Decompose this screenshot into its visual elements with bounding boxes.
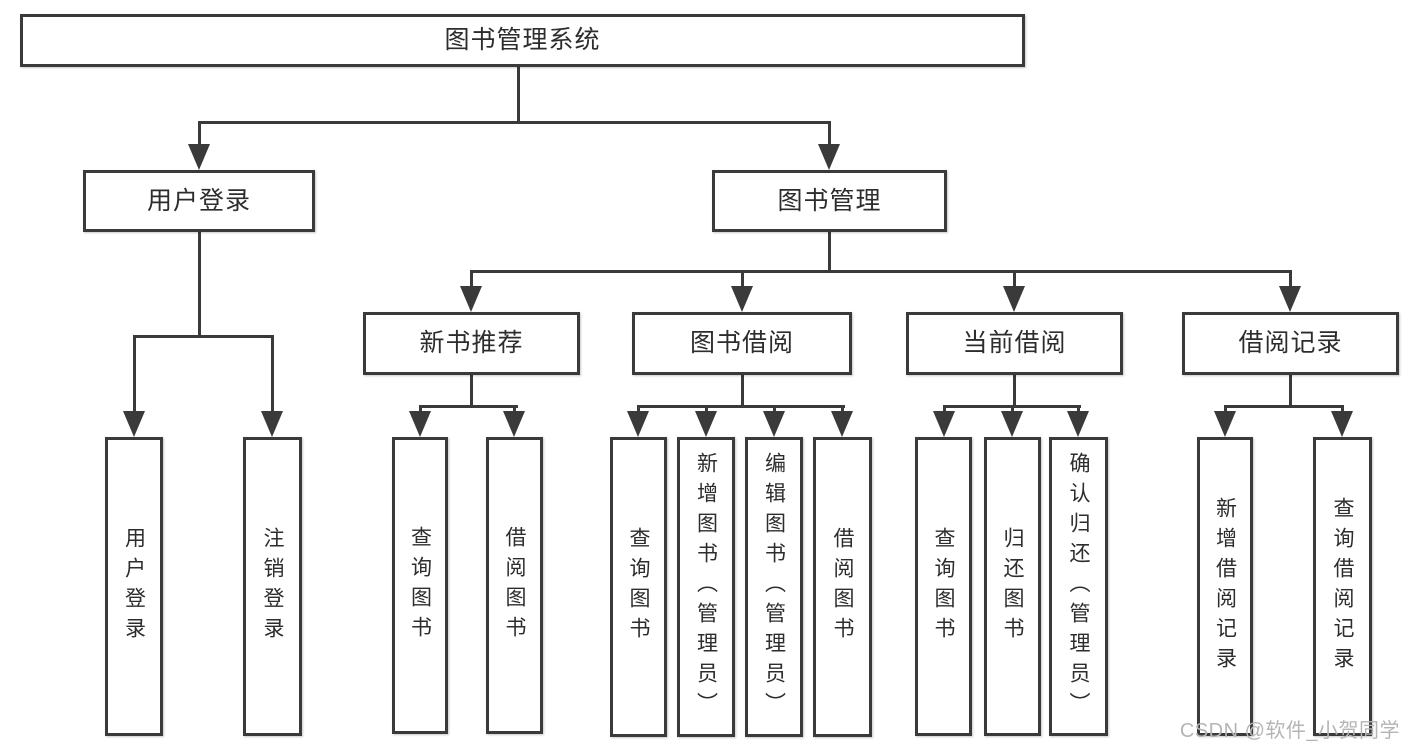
connector-arrowhead [831,411,853,437]
connector-line [198,121,831,124]
leaf-query-borrow-record: 查询借阅记录 [1313,437,1372,736]
connector-line [470,375,473,408]
connector-line [1224,405,1344,408]
connector-arrowhead [627,411,649,437]
connector-line [133,335,136,415]
connector-arrowhead [763,411,785,437]
connector-line [1289,375,1292,408]
node-label: 用户登录 [146,186,251,215]
connector-arrowhead [1279,286,1301,312]
node-label: 查询借阅记录 [1331,496,1354,677]
leaf-user-login: 用户登录 [105,437,163,736]
connector-line [517,67,520,124]
connector-arrowhead [261,411,283,437]
connector-arrowhead [1001,411,1023,437]
watermark: CSDN @软件_小贺同学 [1179,720,1400,742]
node-label: 图书管理系统 [444,26,601,54]
node-root-system: 图书管理系统 [20,14,1025,67]
leaf-logout: 注销登录 [243,437,302,736]
node-book-management: 图书管理 [712,170,947,232]
node-borrowing-records: 借阅记录 [1182,312,1399,375]
leaf-borrow-books-borrowing: 借阅图书 [813,437,872,737]
node-label: 注销登录 [261,526,284,647]
connector-line [1289,270,1292,292]
node-label: 确认归还（管理员） [1067,451,1090,722]
node-new-book-recommend: 新书推荐 [363,312,580,375]
connector-arrowhead [460,286,482,312]
node-label: 查询图书 [408,525,432,646]
connector-line [470,270,473,292]
connector-arrowhead [1003,286,1025,312]
connector-arrowhead [818,144,840,170]
node-label: 借阅记录 [1238,329,1343,357]
node-current-borrowing: 当前借阅 [906,312,1123,375]
node-label: 图书借阅 [689,329,794,357]
connector-arrowhead [731,286,753,312]
connector-arrowhead [123,411,145,437]
connector-arrowhead [933,411,955,437]
connector-line [271,335,274,415]
leaf-borrow-books-recommend: 借阅图书 [486,437,543,734]
leaf-add-books-admin: 新增图书（管理员） [677,437,735,737]
node-book-borrowing: 图书借阅 [632,312,852,375]
node-label: 新书推荐 [419,329,524,357]
leaf-return-books: 归还图书 [984,437,1041,736]
connector-line [741,375,744,408]
connector-line [1013,375,1016,408]
leaf-confirm-return-admin: 确认归还（管理员） [1049,437,1108,736]
connector-line [198,121,201,150]
node-label: 当前借阅 [962,329,1067,357]
node-label: 编辑图书（管理员） [762,452,786,722]
node-label: 用户登录 [122,526,146,647]
connector-arrowhead [188,144,210,170]
node-user-login: 用户登录 [83,170,315,232]
node-label: 新增图书（管理员） [694,452,718,722]
connector-line [741,270,744,292]
connector-arrowhead [409,411,431,437]
node-label: 查询图书 [932,526,955,647]
connector-line [828,121,831,150]
connector-arrowhead [695,411,717,437]
connector-line [470,270,1292,273]
node-label: 借阅图书 [831,527,854,647]
node-label: 图书管理 [777,186,882,215]
connector-line [828,232,831,273]
connector-arrowhead [1214,411,1236,437]
leaf-edit-books-admin: 编辑图书（管理员） [745,437,803,737]
connector-line [133,335,274,338]
node-label: 借阅图书 [503,525,526,646]
connector-line [198,232,201,338]
connector-line [1013,270,1016,292]
connector-line [419,405,518,408]
leaf-query-books-recommend: 查询图书 [392,437,448,734]
connector-line [637,405,845,408]
node-label: 归还图书 [1001,526,1024,647]
node-label: 新增借阅记录 [1213,496,1237,677]
leaf-add-borrow-record: 新增借阅记录 [1197,437,1253,736]
connector-arrowhead [503,411,525,437]
node-label: 查询图书 [627,527,650,647]
connector-arrowhead [1331,411,1353,437]
leaf-query-books-borrowing: 查询图书 [610,437,667,737]
connector-arrowhead [1067,411,1089,437]
leaf-query-books-current: 查询图书 [915,437,972,736]
